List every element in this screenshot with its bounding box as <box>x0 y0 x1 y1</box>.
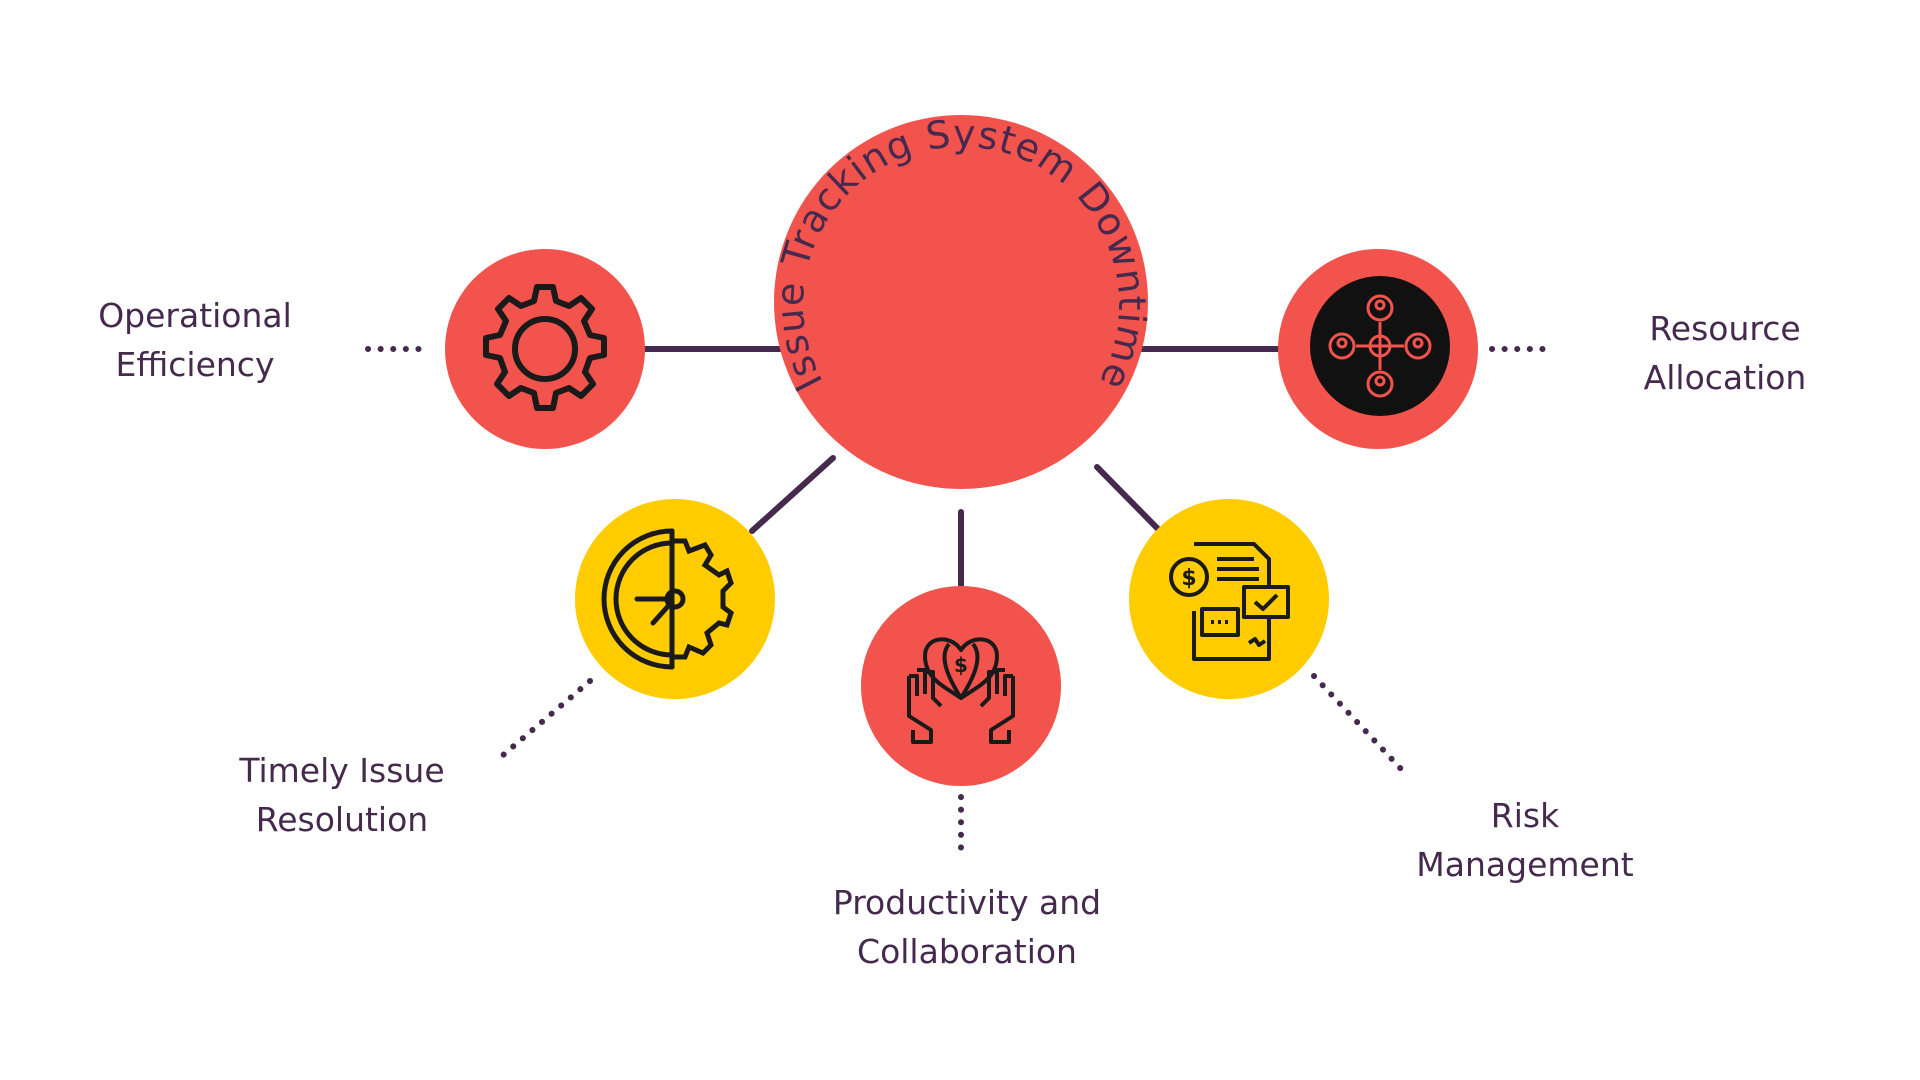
label-line: Resource <box>1649 309 1801 348</box>
label-line: Timely Issue <box>239 751 445 790</box>
dotted-timely <box>499 678 593 759</box>
node-resource <box>1278 249 1478 449</box>
label-line: Risk <box>1490 796 1560 835</box>
label-line: Productivity and <box>832 883 1102 922</box>
dotted-risk <box>1311 673 1406 774</box>
hands-money-icon: $ <box>907 637 1015 744</box>
document-finance-icon: $ <box>1169 542 1290 661</box>
clock-gear-icon <box>601 528 734 670</box>
label-line: Resolution <box>255 800 429 839</box>
connector-timely <box>749 455 836 534</box>
label-risk: Risk Management <box>1416 791 1633 889</box>
people-network-icon <box>1328 294 1432 398</box>
gear-icon <box>483 284 607 411</box>
label-timely: Timely Issue Resolution <box>239 746 444 844</box>
label-resource: Resource Allocation <box>1644 304 1807 402</box>
label-operational: Operational Efficiency <box>98 291 292 389</box>
connector-risk <box>1094 464 1161 532</box>
node-timely <box>575 499 775 699</box>
label-line: Management <box>1416 845 1634 884</box>
label-line: Collaboration <box>857 932 1077 971</box>
label-line: Efficiency <box>115 345 275 384</box>
svg-text:$: $ <box>1181 566 1196 591</box>
node-productivity: $ <box>861 586 1061 786</box>
central-topic-circle <box>774 115 1148 489</box>
label-productivity: Productivity and Collaboration <box>833 878 1101 976</box>
label-line: Allocation <box>1643 358 1807 397</box>
svg-text:$: $ <box>954 653 968 677</box>
node-risk: $ <box>1129 499 1329 699</box>
node-operational <box>445 249 645 449</box>
label-line: Operational <box>98 296 292 335</box>
